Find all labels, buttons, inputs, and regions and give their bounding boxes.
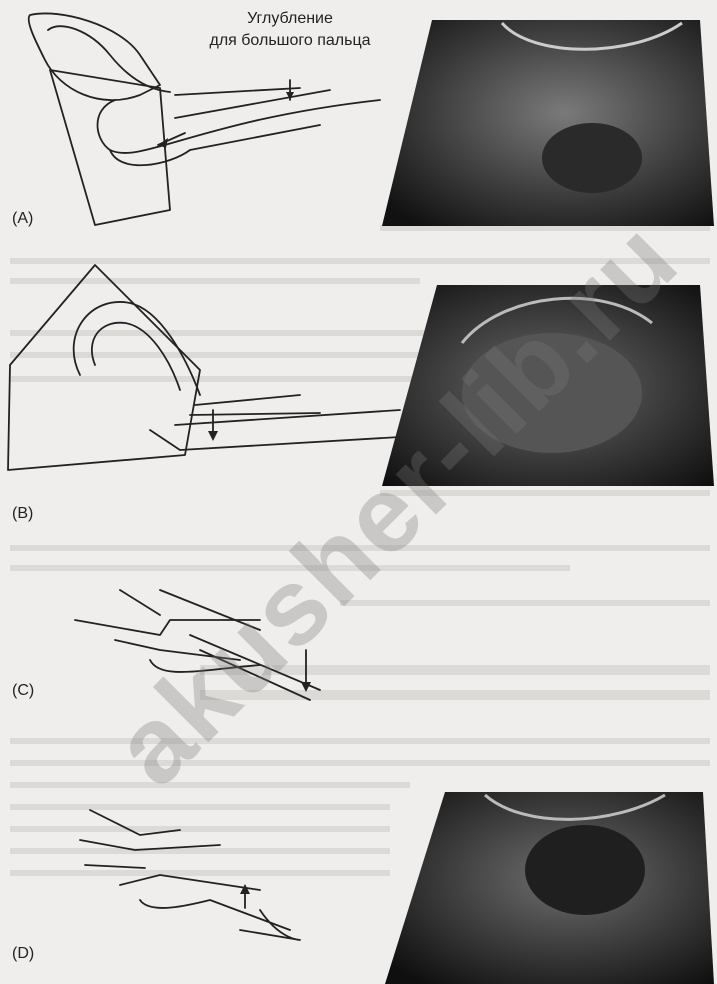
ultrasound-image-a (382, 18, 714, 228)
panel-label-d: (D) (12, 945, 34, 963)
diagram-panel-d (60, 790, 320, 950)
diagram-panel-b (0, 255, 400, 495)
diagram-panel-a (0, 0, 400, 240)
panel-label-c: (C) (12, 682, 34, 700)
ultrasound-image-d (385, 790, 714, 984)
panel-label-a: (A) (12, 210, 33, 228)
panel-label-b: (B) (12, 505, 33, 523)
